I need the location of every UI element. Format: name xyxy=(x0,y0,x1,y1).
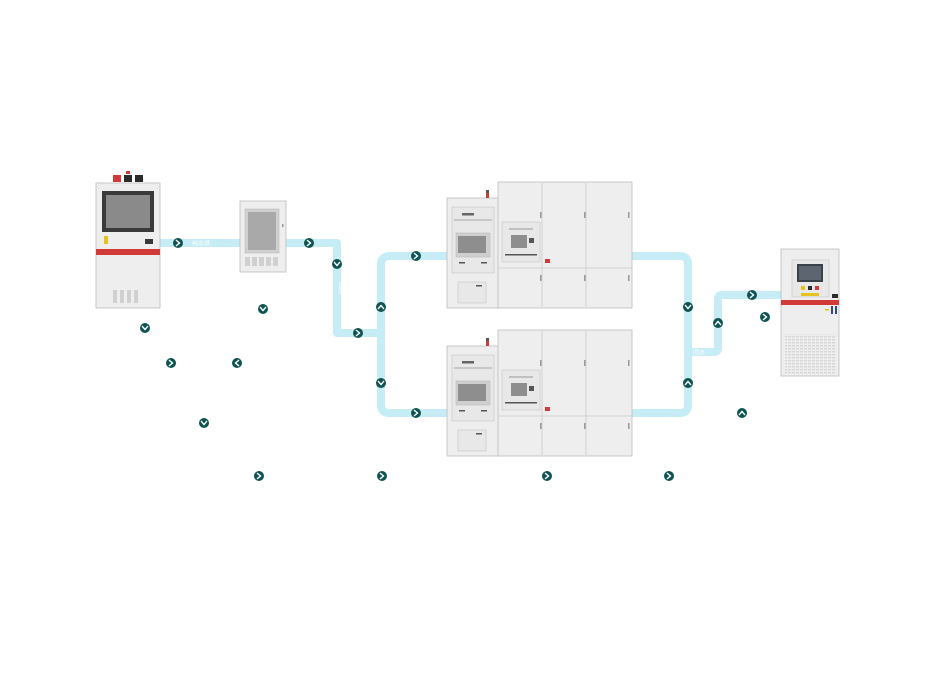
flow-arrow-left-icon xyxy=(231,357,243,369)
flow-arrow-down-icon xyxy=(139,322,151,334)
pipe-label-loop: 回路 xyxy=(337,282,345,294)
return-vent-grid xyxy=(785,334,835,374)
flow-arrow-down-icon xyxy=(198,417,210,429)
flow-arrow-right-icon xyxy=(253,470,265,482)
pipe-filter-to-junction xyxy=(285,239,378,337)
flow-arrow-right-icon xyxy=(376,470,388,482)
source-vents xyxy=(113,290,138,303)
return-cabinet xyxy=(780,248,840,377)
return-red-band xyxy=(781,300,839,305)
pipe-label-supply: 纯水供 xyxy=(192,240,210,248)
flow-arrow-right-icon xyxy=(303,237,315,249)
flow-arrow-down-icon xyxy=(375,377,387,389)
flow-arrow-down-icon xyxy=(682,301,694,313)
flow-arrow-up-icon xyxy=(712,317,724,329)
flow-arrow-right-icon xyxy=(352,327,364,339)
pipe-upper-return xyxy=(632,252,692,417)
machine-upper xyxy=(446,181,633,309)
flow-arrow-right-icon xyxy=(759,311,771,323)
pipe-return-to-cabinet xyxy=(688,291,782,356)
flow-arrow-right-icon xyxy=(541,470,553,482)
flow-arrow-right-icon xyxy=(410,407,422,419)
flow-arrow-up-icon xyxy=(736,407,748,419)
source-red-band xyxy=(96,249,160,255)
machine-lower xyxy=(446,329,633,457)
flow-arrow-right-icon xyxy=(165,357,177,369)
flow-arrow-down-icon xyxy=(331,258,343,270)
source-cabinet xyxy=(95,171,161,309)
flow-arrow-right-icon xyxy=(663,470,675,482)
pipe-label-return: 回水 xyxy=(693,349,705,357)
flow-arrow-right-icon xyxy=(172,237,184,249)
flow-arrow-right-icon xyxy=(746,289,758,301)
flow-arrow-up-icon xyxy=(682,377,694,389)
pipe-junction-down xyxy=(377,262,448,417)
filter-unit xyxy=(239,200,287,273)
flow-arrow-up-icon xyxy=(375,301,387,313)
flow-arrow-down-icon xyxy=(257,303,269,315)
flow-arrow-right-icon xyxy=(410,250,422,262)
